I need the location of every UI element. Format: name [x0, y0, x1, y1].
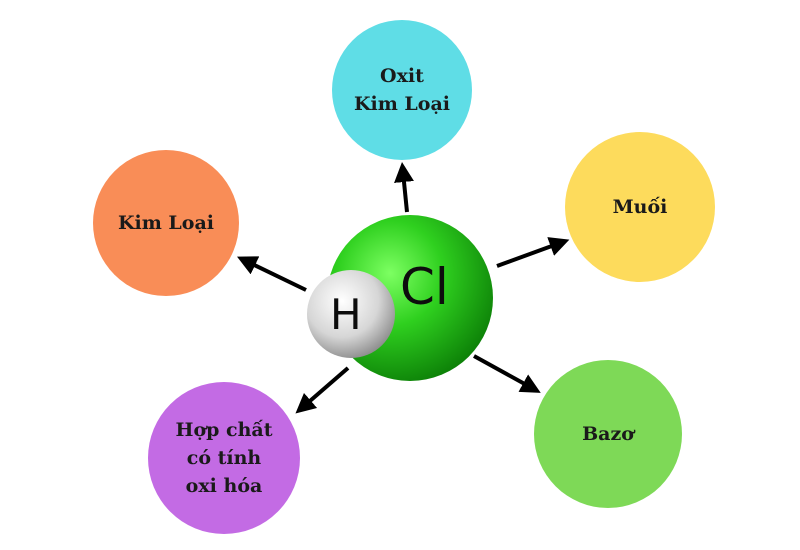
- node-oxit-kim-loai: Oxit Kim Loại: [332, 20, 472, 160]
- node-muoi: Muối: [565, 132, 715, 282]
- hydrogen-atom: [307, 270, 395, 358]
- chlorine-symbol: Cl: [400, 258, 449, 316]
- arrow-to-muoi: [496, 237, 570, 268]
- arrow-to-oxit: [394, 162, 414, 213]
- arrow-to-hopchat: [295, 366, 350, 414]
- node-bazo: Bazơ: [534, 360, 682, 508]
- hydrogen-symbol: H: [330, 290, 362, 339]
- node-kim-loai: Kim Loại: [93, 150, 239, 296]
- arrow-to-bazo: [473, 354, 541, 393]
- node-hop-chat-oxi-hoa: Hợp chất có tính oxi hóa: [148, 382, 300, 534]
- arrow-to-kimloai: [236, 256, 307, 292]
